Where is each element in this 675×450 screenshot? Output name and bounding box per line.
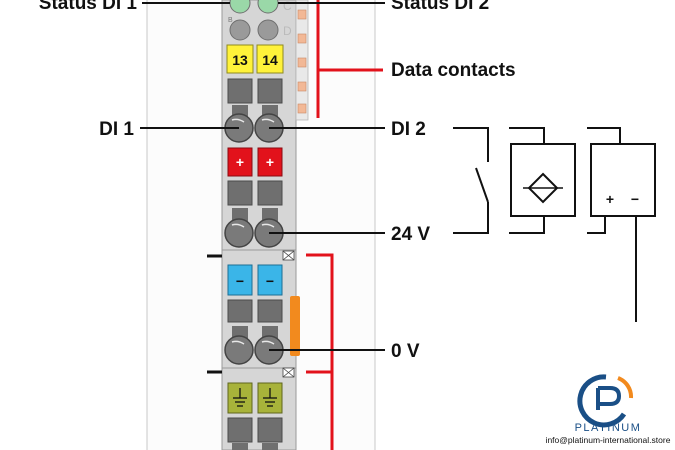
- terminal-tag-14: [256, 44, 284, 74]
- led-letter-c: C: [283, 0, 292, 13]
- plus-symbol-right: +: [266, 154, 274, 170]
- ground-tag-left: [227, 382, 253, 414]
- ground-icon: [263, 388, 277, 407]
- power-bracket: [306, 253, 334, 374]
- terminal-highlight: [231, 340, 245, 345]
- label-0v: 0 V: [391, 341, 420, 362]
- terminal-highlight: [231, 223, 245, 228]
- terminal-neck: [262, 208, 278, 222]
- switch-circuit: [453, 127, 489, 234]
- push-button: [257, 78, 283, 104]
- label-di2: DI 2: [391, 119, 426, 140]
- push-button: [257, 180, 283, 206]
- source-plus-symbol: +: [606, 191, 614, 207]
- push-button: [227, 417, 253, 443]
- terminal-0v-left: [224, 335, 254, 365]
- jumper-slot-cross: [282, 250, 295, 261]
- platinum-logo-icon: [577, 374, 634, 428]
- led-letter-b: B: [228, 17, 233, 24]
- source-minus-symbol: −: [631, 191, 639, 207]
- push-button: [227, 299, 253, 323]
- terminal-neck: [232, 443, 248, 450]
- data-contact-pin: [297, 57, 307, 68]
- orange-jumper: [290, 296, 300, 356]
- jumper-slot-cross: [282, 367, 295, 378]
- label-status-di2: Status DI 2: [391, 0, 489, 14]
- logo-name: PLATINUM: [575, 422, 642, 434]
- label-24v: 24 V: [391, 224, 430, 245]
- data-contact-pin: [297, 33, 307, 44]
- minus-symbol-left: −: [236, 273, 244, 289]
- label-status-di1: Status DI 1: [39, 0, 138, 14]
- minus-tag-right: [257, 264, 283, 296]
- terminal-neck: [232, 208, 248, 222]
- push-button: [257, 299, 283, 323]
- label-data-contacts: Data contacts: [391, 60, 516, 81]
- terminal-highlight: [261, 118, 275, 123]
- terminal-number-13: 13: [232, 52, 248, 68]
- data-contact-pin: [297, 9, 307, 20]
- minus-symbol-right: −: [266, 273, 274, 289]
- logo-email: info@platinum-international.store: [546, 435, 671, 445]
- ground-icon: [233, 388, 247, 407]
- terminal-tag-13: [226, 44, 254, 74]
- push-button: [227, 78, 253, 104]
- plus-symbol-left: +: [236, 154, 244, 170]
- terminal-number-14: 14: [262, 52, 278, 68]
- proximity-sensor: [509, 127, 576, 234]
- terminal-highlight: [261, 340, 275, 345]
- data-contact-pin: [297, 103, 307, 114]
- terminal-neck: [262, 443, 278, 450]
- plus-tag-left: [227, 147, 253, 177]
- power-source: [587, 127, 656, 322]
- terminal-24v-left: [224, 218, 254, 248]
- terminal-highlight: [231, 118, 245, 123]
- push-button: [227, 180, 253, 206]
- led-letter-d: D: [283, 24, 292, 38]
- label-di1: DI 1: [99, 119, 134, 140]
- data-contact-pin: [297, 81, 307, 92]
- led-d: [257, 19, 279, 41]
- push-button: [257, 417, 283, 443]
- minus-tag-left: [227, 264, 253, 296]
- led-b: [229, 19, 251, 41]
- plus-tag-right: [257, 147, 283, 177]
- terminal-highlight: [261, 223, 275, 228]
